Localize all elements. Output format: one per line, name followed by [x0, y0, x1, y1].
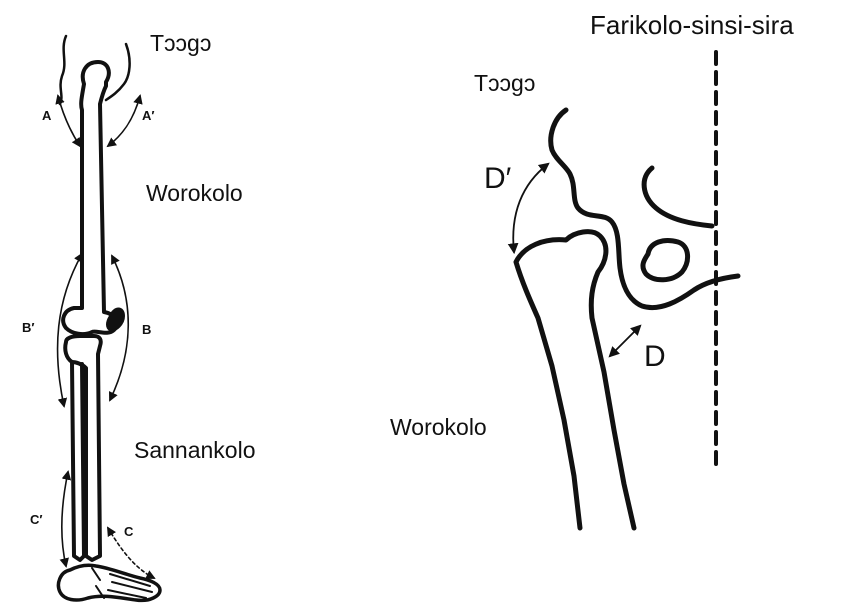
pelvis-outline [551, 110, 738, 308]
right-thigh-label: Worokolo [390, 414, 487, 441]
left-hip-label: Tɔɔgɔ [150, 30, 211, 57]
midline-label: Farikolo-sinsi-sira [590, 10, 794, 41]
iliac-outline [644, 168, 712, 226]
arrow-d [610, 326, 640, 356]
angle-label-c: C [124, 524, 133, 539]
angle-label-b: B [142, 322, 151, 337]
arrow-a-prime [108, 96, 140, 146]
arrow-d-prime [513, 164, 548, 252]
angle-label-a: A [42, 108, 51, 123]
angle-label-d: D [644, 340, 666, 374]
arrow-c-prime [62, 472, 68, 566]
angle-label-b-prime: B′ [22, 320, 35, 335]
pelvis-outline-left [60, 36, 66, 104]
left-shin-label: Sannankolo [134, 437, 256, 464]
right-hip-label: Tɔɔgɔ [474, 70, 535, 97]
femur-head-shaft [516, 232, 634, 528]
obturator-foramen [643, 241, 688, 280]
angle-label-c-prime: C′ [30, 512, 43, 527]
angle-label-d-prime: D′ [484, 162, 511, 196]
femur-bone [63, 62, 117, 334]
foot-bones [58, 565, 160, 600]
hip-joint-figure [513, 52, 738, 528]
angle-label-a-prime: A′ [142, 108, 155, 123]
fibula-bone [72, 362, 84, 560]
left-thigh-label: Worokolo [146, 180, 243, 207]
